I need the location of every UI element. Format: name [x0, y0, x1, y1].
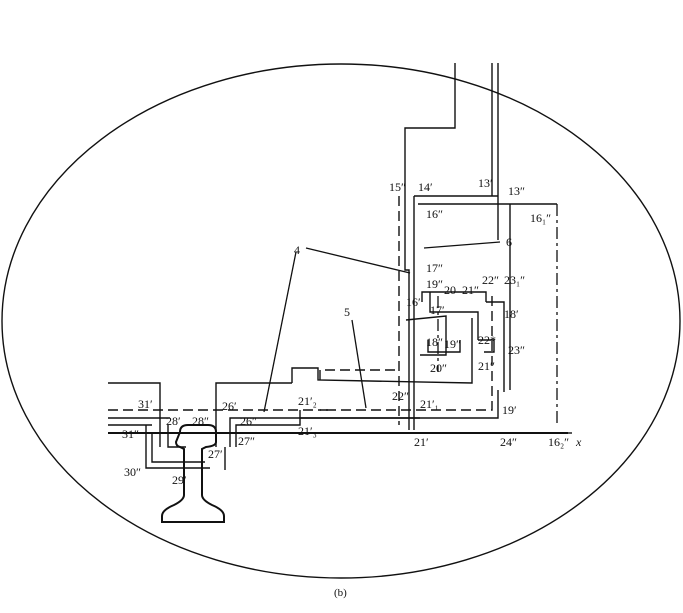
label-162pp: 16₂″: [548, 435, 569, 449]
base-outer: [418, 390, 499, 419]
label-14p: 14′: [418, 180, 433, 194]
label-24pp: 24″: [500, 435, 517, 449]
label-5: 5: [344, 305, 350, 319]
label-26pp: 26″: [240, 414, 257, 428]
leader-4-a: [305, 247, 411, 274]
inner-box-upper: [421, 291, 487, 302]
label-28pp: 28″: [192, 414, 209, 428]
label-4: 4: [294, 243, 300, 257]
inner-box-22: [478, 339, 495, 353]
label-28p: 28′: [166, 414, 181, 428]
boundary-ellipse: [1, 63, 681, 579]
label-211p: 21′₁: [420, 397, 439, 411]
rail-profile: [161, 424, 225, 523]
label-x-axis: x: [575, 435, 582, 449]
label-213p: 21′₃: [298, 424, 317, 438]
label-27pp: 27″: [238, 434, 255, 448]
label-20: 20: [444, 283, 456, 297]
inner-box-18-19: [427, 340, 461, 353]
inner-dashed-18: [320, 296, 493, 411]
label-20pp: 20″: [430, 361, 447, 375]
label-13pp: 13″: [508, 184, 525, 198]
inner-box-mid: [429, 292, 479, 340]
label-21pp-2: 21″: [478, 359, 495, 373]
label-22pp-2: 22″: [392, 389, 409, 403]
label-17p: 17′: [430, 303, 445, 317]
label-6: 6: [506, 235, 512, 249]
leader-5: [351, 319, 367, 409]
leader-6: [423, 241, 501, 249]
label-31pp: 31″: [122, 427, 139, 441]
label-29p: 29′: [172, 473, 187, 487]
inner-box-right: [486, 301, 505, 392]
label-16pp: 16″: [426, 207, 443, 221]
label-17pp: 17″: [426, 261, 443, 275]
rail-channel-inner: [151, 433, 205, 463]
label-231pp: 23₁″: [504, 273, 525, 287]
label-19pp: 19″: [426, 277, 443, 291]
label-19pp-2: 19″: [444, 337, 461, 351]
ground-left-step: [215, 382, 292, 447]
figure-caption: (b): [334, 587, 347, 599]
label-22pp: 22″: [482, 273, 499, 287]
ground-left-upper: [108, 382, 161, 447]
label-18p: 18′: [504, 307, 519, 321]
label-31p: 31′: [138, 397, 153, 411]
dashed-step-22: [319, 369, 398, 380]
label-30pp: 30″: [124, 465, 141, 479]
label-19p: 19′: [502, 403, 517, 417]
label-18pp: 18″: [426, 335, 443, 349]
label-212p: 21′₂: [298, 394, 317, 408]
upper-channel-wall: [404, 63, 456, 430]
label-22star: 22*: [478, 333, 496, 347]
label-21pp: 21″: [462, 283, 479, 297]
slope-line-20: [291, 318, 473, 384]
label-27p: 27′: [208, 447, 223, 461]
leader-4-b: [263, 251, 297, 413]
inner-box-left: [405, 315, 447, 356]
label-13p: 13′: [478, 176, 493, 190]
label-15pp: 15″: [389, 180, 406, 194]
label-161pp: 16₁″: [530, 211, 551, 225]
rail-channel-outer: [145, 425, 210, 469]
label-21p: 21′: [414, 435, 429, 449]
label-16p: 16′: [406, 295, 421, 309]
label-23pp: 23″: [508, 343, 525, 357]
label-26p: 26′: [222, 399, 237, 413]
